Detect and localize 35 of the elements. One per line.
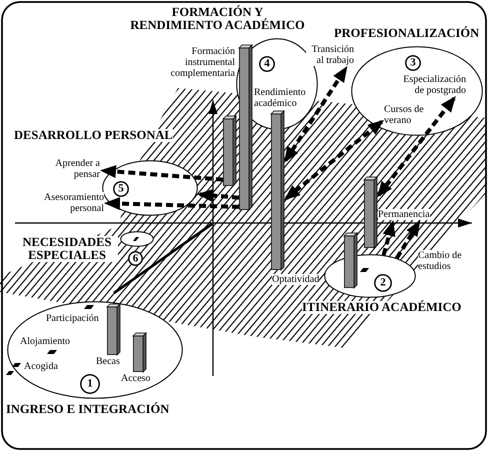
dashed-arrow	[104, 197, 240, 210]
item-label: Optatividad	[272, 274, 320, 285]
section-heading: INGRESO E INTEGRACIÓN	[6, 403, 170, 416]
item-label: Acceso	[121, 373, 150, 384]
item-label: Becas	[96, 356, 120, 367]
section-heading: DESARROLLO PERSONAL	[14, 129, 173, 142]
callout-number: 5	[118, 184, 124, 194]
item-label: Cursos de verano	[384, 104, 426, 126]
bar-prism	[107, 304, 120, 355]
callout-number: 3	[410, 58, 416, 68]
bar-prism	[344, 233, 357, 288]
callout-number: 6	[132, 253, 138, 264]
dashed-arrow	[100, 165, 224, 182]
bar-prism	[364, 177, 377, 248]
callout-number: 1	[87, 378, 93, 390]
bar-prism	[271, 111, 284, 270]
dashed-arrow	[395, 220, 420, 260]
section-heading: PROFESIONALIZACIÓN	[334, 27, 480, 40]
double-headed-arrow	[284, 120, 384, 200]
bar-prism	[133, 333, 146, 372]
bar-prism	[223, 116, 236, 186]
callout-number: 4	[264, 58, 270, 70]
double-headed-arrow	[377, 96, 456, 198]
item-label: Acogida	[24, 361, 58, 372]
double-headed-arrow	[284, 66, 348, 163]
item-label: Permanencia	[378, 209, 430, 220]
callout-number: 2	[380, 278, 386, 288]
number-circle	[80, 374, 100, 394]
bar-prism	[239, 45, 252, 210]
section-heading: ITINERARIO ACADÉMICO	[302, 301, 462, 314]
dashed-arrow	[382, 220, 396, 256]
dashed-arrow	[196, 188, 240, 202]
item-label: Alojamiento	[20, 336, 70, 347]
item-label: Participación	[46, 313, 99, 324]
item-label: Transición al trabajo	[306, 44, 354, 66]
